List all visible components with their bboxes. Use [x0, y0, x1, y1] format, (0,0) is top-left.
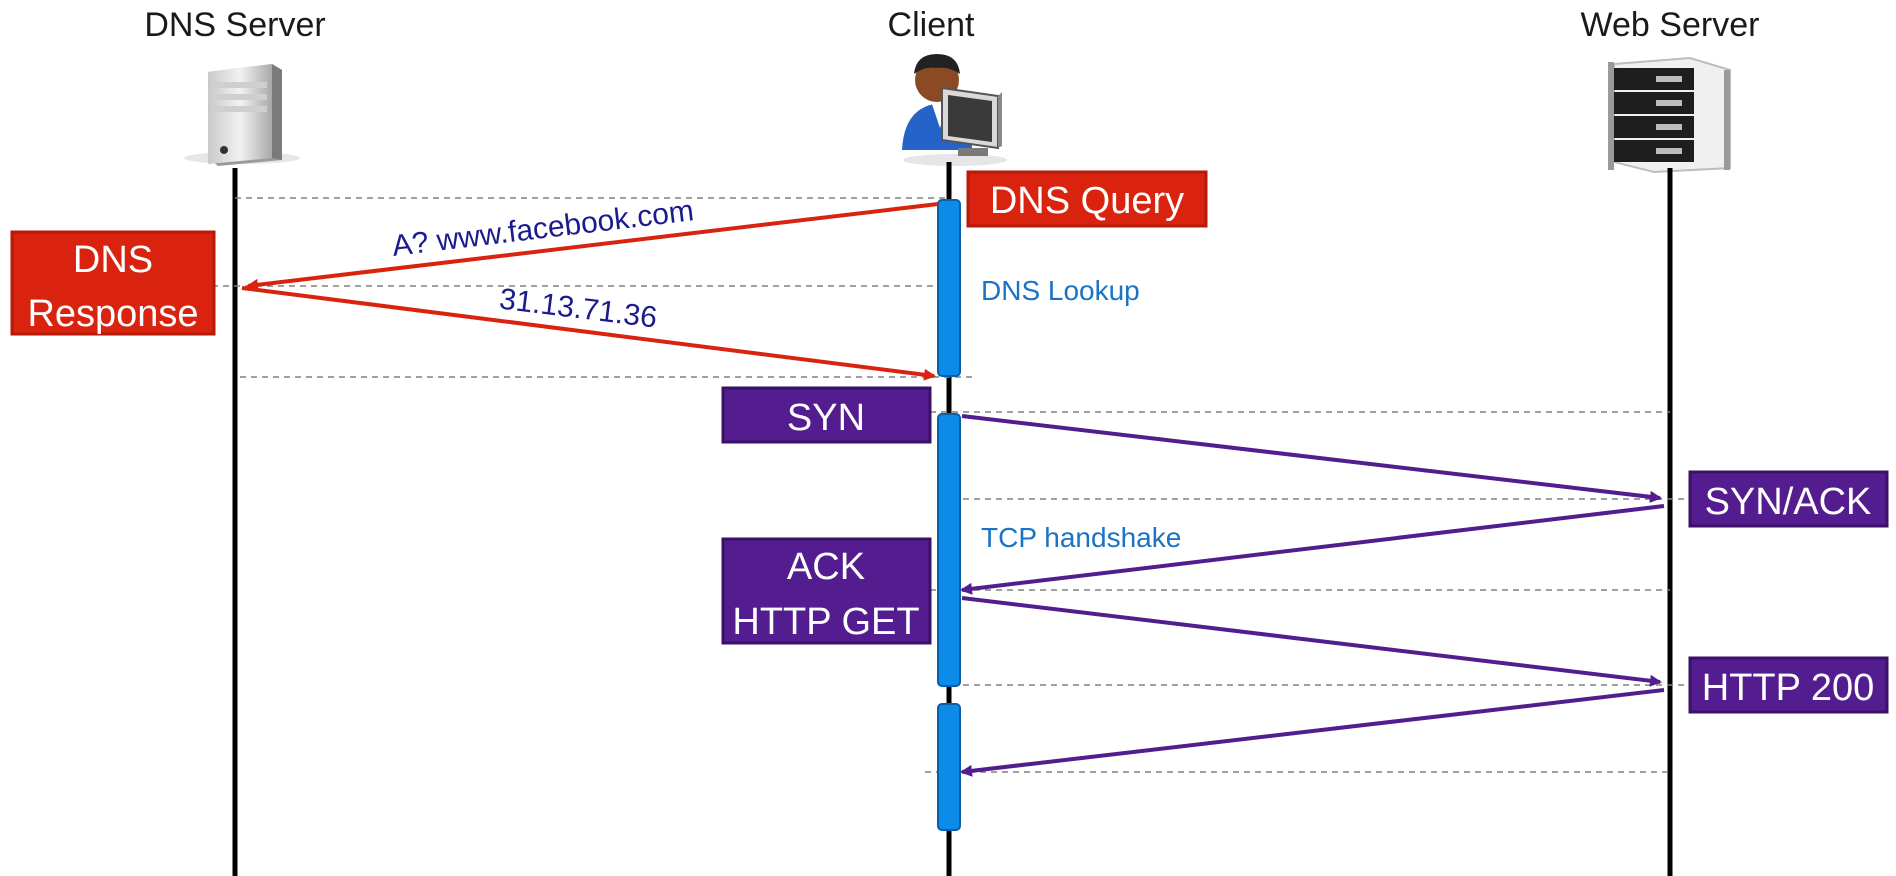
actor-title-web-server: Web Server	[1581, 6, 1760, 44]
arrow-syn-ack	[960, 504, 1665, 595]
box-dns-response-line2: Response	[27, 293, 198, 335]
rack-server-icon	[1608, 56, 1731, 174]
arrow-dns-query	[246, 202, 939, 291]
box-syn-label: SYN	[787, 397, 865, 439]
arrow-http-200	[960, 688, 1665, 777]
arrow-syn	[961, 414, 1662, 503]
box-dns-response-line1: DNS	[73, 239, 153, 281]
arrow-http-get	[961, 596, 1662, 687]
label-dns-answer: 31.13.71.36	[497, 283, 658, 335]
box-ack-line: ACK	[787, 546, 865, 588]
tower-server-icon	[184, 64, 300, 166]
box-http-200: HTTP 200	[1688, 656, 1889, 714]
box-dns-query: DNS Query	[966, 170, 1208, 228]
arrow-dns-answer	[241, 286, 936, 381]
box-syn-ack: SYN/ACK	[1688, 470, 1889, 528]
actor-title-dns-server: DNS Server	[144, 6, 325, 44]
user-at-computer-icon	[902, 54, 1007, 166]
box-ack-http-get: ACK HTTP GET	[721, 537, 932, 645]
box-syn-ack-label: SYN/ACK	[1705, 481, 1872, 523]
phase-dns-lookup: DNS Lookup	[981, 275, 1140, 306]
box-http-get-line: HTTP GET	[732, 601, 919, 643]
guide-lines	[212, 197, 1690, 773]
box-dns-response: DNS Response	[10, 230, 216, 336]
box-syn: SYN	[721, 386, 932, 444]
box-dns-query-label: DNS Query	[990, 180, 1184, 222]
activation-bar-response	[937, 703, 961, 831]
activation-bar-dns-lookup	[937, 199, 961, 377]
activation-bar-tcp-handshake	[937, 413, 961, 687]
box-http-200-label: HTTP 200	[1702, 667, 1874, 709]
actor-title-client: Client	[888, 6, 975, 44]
phase-tcp-handshake: TCP handshake	[981, 522, 1181, 553]
